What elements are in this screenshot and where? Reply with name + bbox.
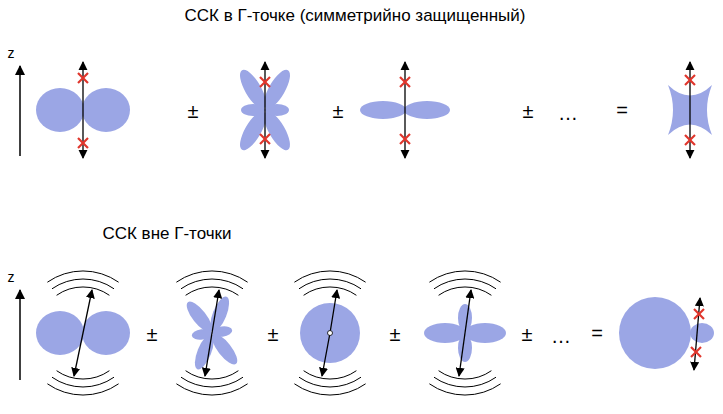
ellipsis-sign: … (558, 102, 578, 124)
axis-label: z (8, 270, 15, 285)
equals-sign: = (616, 99, 628, 121)
operator-sign: ± (188, 100, 199, 122)
operator-sign: ± (523, 100, 534, 122)
operator-sign: ± (522, 323, 533, 345)
operator-sign: ± (268, 323, 279, 345)
operator-sign: ± (333, 100, 344, 122)
operator-sign: ± (390, 323, 401, 345)
ellipsis-sign: … (551, 325, 571, 347)
equals-sign: = (591, 322, 603, 344)
operator-sign: ± (147, 323, 158, 345)
section-heading: ССК в Г-точке (симметрийно защищенный) (185, 7, 526, 26)
axis-label: z (8, 46, 15, 61)
section-heading: ССК вне Г-точки (102, 225, 231, 244)
